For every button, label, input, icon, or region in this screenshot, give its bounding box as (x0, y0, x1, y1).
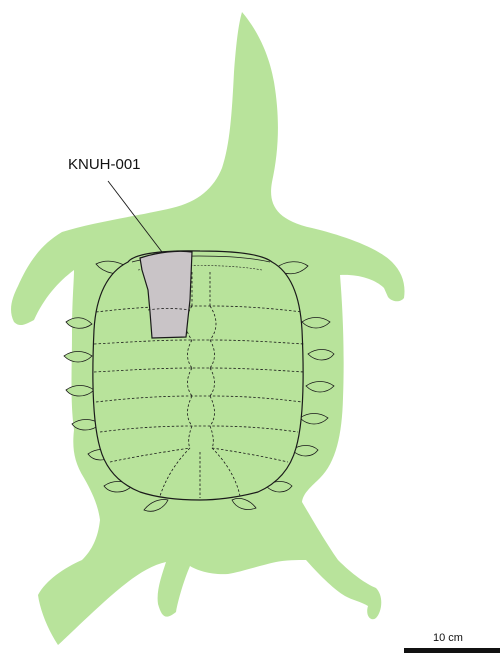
carapace-outline (93, 251, 303, 500)
scale-bar-label: 10 cm (433, 632, 463, 644)
scale-bar (404, 648, 500, 653)
specimen-label: KNUH-001 (68, 156, 141, 173)
